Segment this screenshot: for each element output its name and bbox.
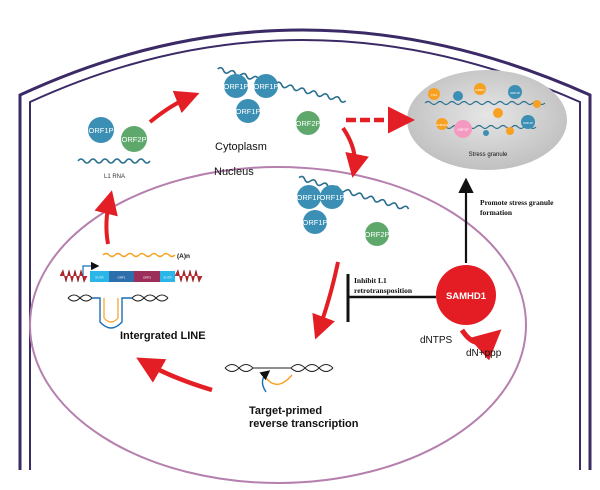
orf2p-circle <box>365 222 389 246</box>
samhd1-label: SAMHD1 <box>446 291 487 302</box>
arrow-to-tprt <box>312 261 340 340</box>
rnp-cluster-top: ORF1P ORF1P ORF1P ORF2P <box>223 74 321 135</box>
orf2-label: ORF2 <box>143 276 151 280</box>
l1-rnp-small: ORF1P ORF2P <box>88 117 147 152</box>
promote-label-line2: formation <box>480 208 513 217</box>
granule-protein <box>493 108 503 118</box>
granule-protein <box>436 118 448 130</box>
promote-label-line1: Promote stress granule <box>480 198 554 207</box>
granule-protein-label: G3BP1 <box>475 88 485 92</box>
utr5-segment <box>90 271 109 282</box>
orf1p-circle <box>224 74 248 98</box>
rnp-rna-nucleus <box>298 175 410 210</box>
transcript-rna <box>102 252 176 258</box>
granule-protein-label: ORF1P <box>510 91 520 95</box>
orf1-segment <box>109 271 134 282</box>
inhibit-label-line2: retrotransposition <box>354 286 413 295</box>
granule-protein <box>428 88 440 100</box>
arrow-to-l1-rna <box>94 190 118 245</box>
integrated-line-locus: (A)n 5'UTR ORF1 ORF2 3'UTR Intergrated L… <box>59 252 206 342</box>
orf2p-circle <box>296 111 320 135</box>
dn-ppp-label: dN+ppp <box>466 348 502 359</box>
insertion-loop-inner <box>103 298 119 323</box>
orf1p-circle <box>236 99 260 123</box>
granule-protein-label: TIA1 <box>431 93 438 97</box>
granule-protein <box>474 83 486 95</box>
orf1p-circle <box>88 117 114 143</box>
granule-protein-label: ORF1P <box>523 121 533 125</box>
granule-protein <box>454 120 472 138</box>
granule-protein <box>483 130 489 136</box>
tprt-label-line2: reverse transcription <box>249 418 359 430</box>
orf2-segment <box>134 271 160 282</box>
orf1p-label: ORF1P <box>223 82 248 91</box>
samhd1-node: SAMHD1 <box>436 265 496 325</box>
tprt-label-line1: Target-primed <box>249 405 322 417</box>
orf1p-circle <box>320 185 344 209</box>
cell-membrane <box>18 28 592 470</box>
tprt-complex: Target-primed reverse transcription <box>224 364 359 430</box>
orf1p-label: ORF1P <box>319 193 344 202</box>
orf1p-label: ORF1P <box>302 218 327 227</box>
granule-protein-label: SAMHD1 <box>436 123 449 127</box>
orf1p-label: ORF1P <box>235 107 260 116</box>
orf1p-label: ORF1P <box>253 82 278 91</box>
granule-protein <box>521 115 535 129</box>
arrow-to-translation <box>148 90 200 124</box>
stress-granule-body <box>407 70 567 170</box>
orf1p-label: ORF1P <box>88 126 113 135</box>
inhibit-label-line1: Inhibit L1 <box>354 276 387 285</box>
orf2p-label: ORF2P <box>121 135 146 144</box>
l1-rna-label: L1 RNA <box>104 174 125 180</box>
orf2p-label: ORF2P <box>364 230 389 239</box>
granule-rna <box>424 100 546 106</box>
l1-rna-strand <box>77 158 151 164</box>
nucleus-envelope <box>29 166 527 484</box>
orf2p-label: ORF2P <box>295 119 320 128</box>
poly-a-tail: (A)n <box>177 253 190 260</box>
granule-protein <box>508 85 522 99</box>
orf1p-circle <box>254 74 278 98</box>
granule-protein <box>453 91 463 101</box>
stress-granule: TIA1 G3BP1 ORF1P ORF1P SAMHD1 ORF2P Stre… <box>407 70 567 170</box>
genomic-dna-right <box>174 269 203 283</box>
insertion-dna-helix <box>67 294 169 302</box>
samhd1-circle <box>436 265 496 325</box>
dntps-label: dNTPS <box>420 335 453 346</box>
insertion-loop <box>92 297 132 329</box>
genomic-dna-left <box>59 269 88 283</box>
orf1p-circle <box>297 185 321 209</box>
utr3-segment <box>160 271 175 282</box>
arrow-to-integration <box>136 357 213 393</box>
granule-protein <box>533 100 541 108</box>
orf2p-circle <box>121 126 147 152</box>
rnp-cluster-nucleus: ORF1P ORF1P ORF1P ORF2P <box>296 185 390 246</box>
orf1p-circle <box>303 210 327 234</box>
granule-protein-label: ORF2P <box>457 128 469 132</box>
cytoplasm-label: Cytoplasm <box>215 141 267 153</box>
nucleus-label: Nucleus <box>214 166 254 178</box>
promoter-arrow <box>82 261 100 277</box>
stress-granule-label: Stress granule <box>469 152 508 158</box>
integrated-line-label: Intergrated LINE <box>120 330 206 342</box>
utr5-label: 5'UTR <box>95 276 104 280</box>
utr3-label: 3'UTR <box>163 276 172 280</box>
target-dna-helix <box>224 364 334 372</box>
cdna-strand <box>259 370 271 393</box>
arrow-to-nucleus <box>341 126 369 178</box>
orf1p-label: ORF1P <box>296 193 321 202</box>
dntp-hydrolysis-arrow <box>459 328 502 361</box>
orf1-label: ORF1 <box>117 276 125 280</box>
granule-protein <box>506 127 514 135</box>
